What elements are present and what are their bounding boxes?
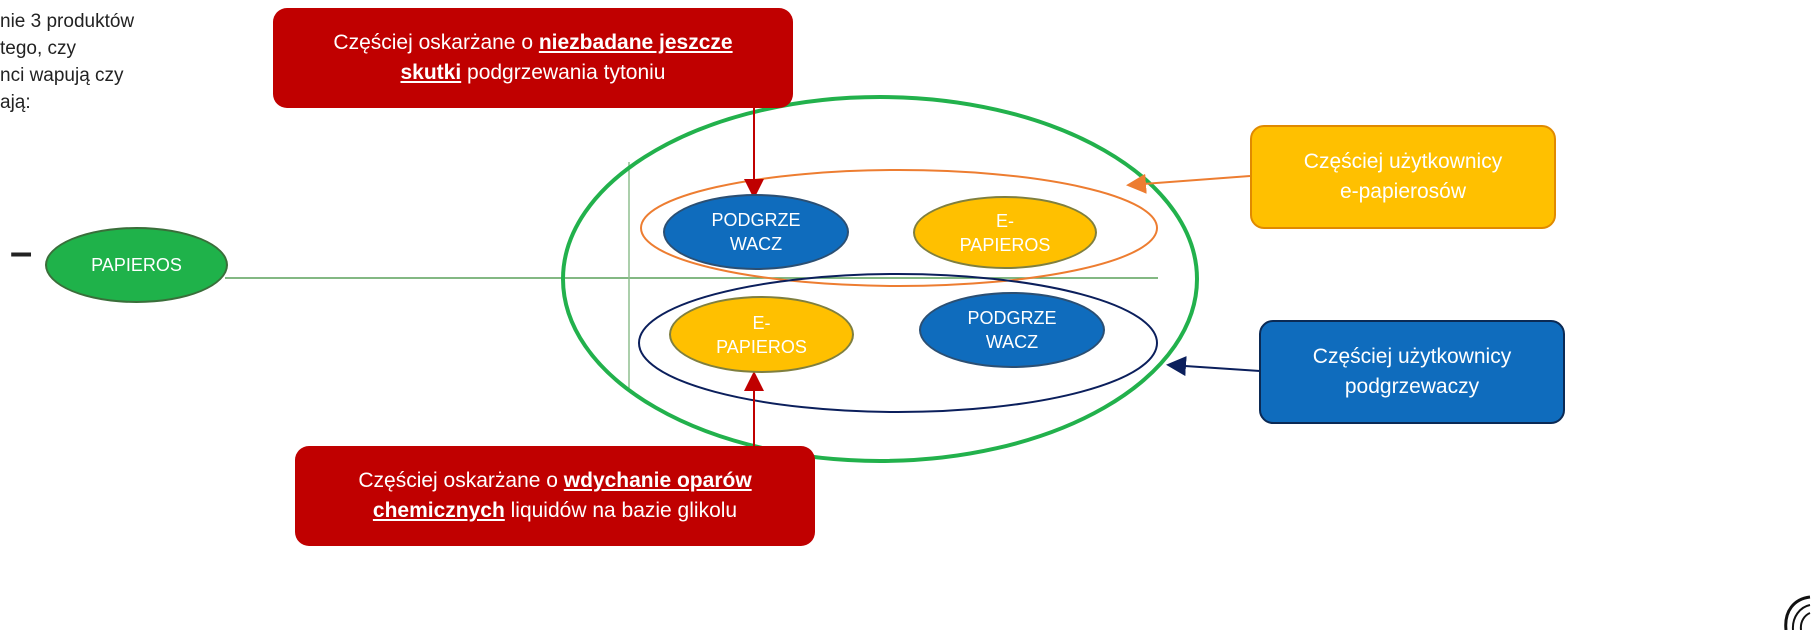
vapor-text-bold: wdychanie oparów chemicznych — [372, 469, 752, 522]
dash-symbol: – — [10, 230, 33, 274]
ecig-users-ellipse — [640, 169, 1158, 287]
podgrzewacz-top-oval: PODGRZE WACZ — [663, 194, 849, 270]
arrow-ecig-users — [1126, 173, 1251, 194]
papieros-oval: PAPIEROS — [45, 227, 228, 303]
vapor-text-after: liquidów na bazie glikolu — [504, 499, 738, 522]
heater-users-ellipse — [638, 273, 1158, 413]
logo-icon — [1784, 595, 1811, 630]
vapor-text-before: Częściej oskarżane o — [358, 469, 564, 492]
heated-tobacco-text-after: podgrzewania tytoniu — [461, 61, 666, 84]
heated-tobacco-text-bold: niezbadane jeszcze skutki — [400, 31, 733, 84]
intro-text: nie 3 produktów tego, czy nci wapują czy… — [0, 11, 135, 113]
heated-tobacco-callout-text: Częściej oskarżane o niezbadane jeszcze … — [303, 28, 763, 88]
vapor-callout-text: Częściej oskarżane o wdychanie oparów ch… — [325, 466, 785, 526]
epapieros-top-oval: E- PAPIEROS — [913, 196, 1097, 269]
ecig-users-callout: Częściej użytkownicy e-papierosów — [1250, 125, 1556, 229]
all-alternatives-ellipse — [561, 95, 1199, 463]
heated-tobacco-text-before: Częściej oskarżane o — [333, 31, 539, 54]
epapieros-bottom-oval: E- PAPIEROS — [669, 296, 854, 373]
heater-users-callout: Częściej użytkownicy podgrzewaczy — [1259, 320, 1565, 424]
heated-tobacco-callout: Częściej oskarżane o niezbadane jeszcze … — [273, 8, 793, 108]
arrow-heater-users — [1166, 356, 1261, 377]
podgrzewacz-bottom-oval: PODGRZE WACZ — [919, 292, 1105, 368]
vapor-callout: Częściej oskarżane o wdychanie oparów ch… — [295, 446, 815, 546]
